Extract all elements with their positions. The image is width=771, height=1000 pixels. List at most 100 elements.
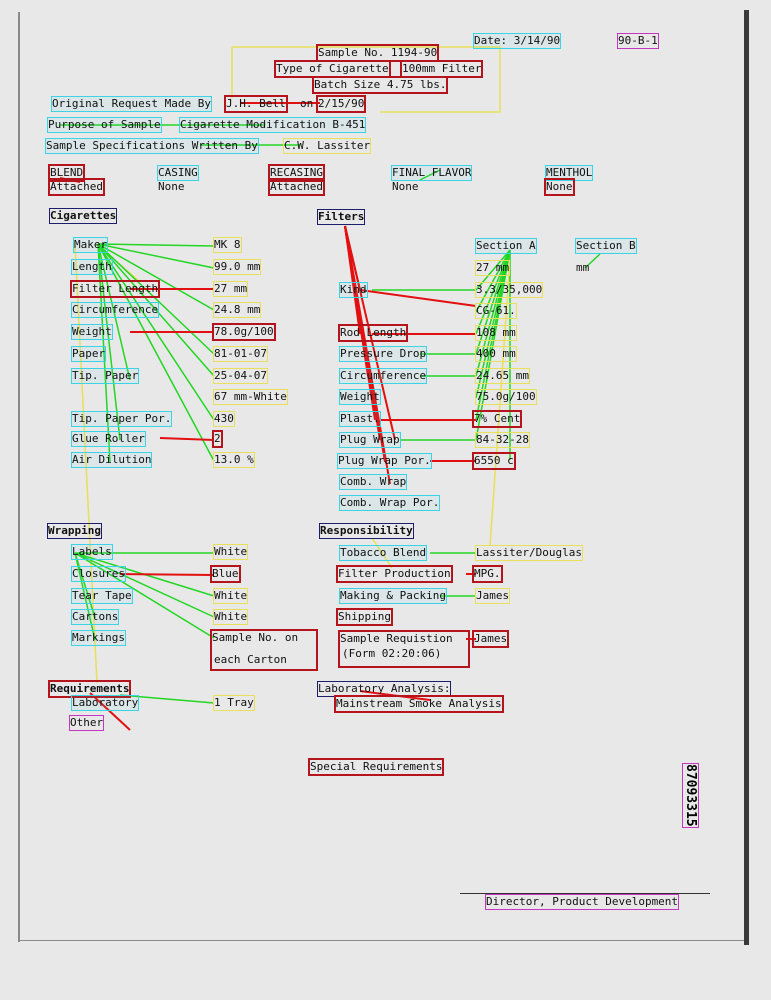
- cig-value: MK 8: [213, 237, 242, 253]
- cig-label: Circumference: [70, 302, 160, 318]
- wrap-label: Labels: [71, 544, 113, 560]
- green-link: [97, 243, 215, 355]
- red-link: [359, 690, 431, 701]
- responsibility-heading: Responsibility: [319, 523, 414, 539]
- batch-size: Batch Size 4.75 lbs.: [311, 76, 449, 94]
- form-reference: (Form 02:20:06): [342, 647, 442, 660]
- resp-label: Making & Packing: [339, 588, 447, 604]
- wrap-value: White: [212, 588, 249, 604]
- cig-value: 99.0 mm: [212, 259, 262, 275]
- filter-value: 108 mm: [475, 325, 517, 341]
- cigarettes-heading: Cigarettes: [48, 208, 118, 224]
- signature-title: Director, Product Development: [484, 894, 680, 910]
- filter-label: Kind: [339, 282, 368, 298]
- left-margin-edge: [18, 12, 20, 942]
- cig-value: 430: [213, 411, 235, 427]
- cig-label: Air Dilution: [70, 452, 153, 468]
- red-link: [89, 692, 131, 731]
- right-margin-edge: [744, 10, 749, 945]
- specs-label: Sample Specifications Written By: [45, 138, 259, 154]
- requested-by: J.H. Bell: [224, 95, 288, 113]
- filter-value: 6550 c: [472, 452, 516, 470]
- green-link: [74, 552, 215, 639]
- filter-label: Comb. Wrap: [338, 474, 408, 490]
- filter-label: Comb. Wrap Por.: [338, 495, 441, 511]
- specs-author: C.W. Lassiter: [282, 138, 372, 154]
- purpose-value: Cigarette Modification B-451: [178, 117, 367, 133]
- resp-value: James: [474, 588, 511, 604]
- green-link: [97, 243, 215, 377]
- filter-label: Weight: [339, 389, 381, 405]
- lab-analysis-value: Mainstream Smoke Analysis: [334, 695, 504, 713]
- green-link: [74, 552, 215, 618]
- final-flavor-label: FINAL FLAVOR: [390, 165, 473, 181]
- recasing-value: Attached: [268, 178, 325, 196]
- requirement-laboratory-value: 1 Tray: [213, 695, 255, 711]
- cigarette-type-label: Type of Cigarette: [274, 60, 391, 78]
- red-link: [359, 289, 477, 307]
- cig-label: Glue Roller: [71, 431, 146, 447]
- filter-section-b: Section B: [575, 238, 637, 254]
- cig-label: Tip. Paper Por.: [70, 411, 173, 427]
- document-number: 87093315: [682, 759, 699, 831]
- yellow-link: [74, 243, 98, 684]
- lab-analysis-label: Laboratory Analysis:: [316, 681, 452, 697]
- wrap-value: White: [212, 609, 249, 625]
- signature-line: [460, 893, 710, 894]
- green-link: [475, 249, 511, 313]
- requirement-other: Other: [68, 715, 105, 731]
- wrap-value: White: [212, 544, 249, 560]
- filter-label: Plast.: [339, 411, 381, 427]
- red-link: [344, 225, 396, 441]
- wrap-value: Blue: [210, 565, 241, 583]
- filter-value: 7% Cent: [471, 410, 523, 428]
- resp-value: Lassiter/Douglas: [475, 545, 583, 561]
- cig-value: 13.0 %: [213, 452, 255, 468]
- filters-heading: Filters: [316, 209, 366, 225]
- filter-label: Circumference: [338, 368, 428, 384]
- filter-value: CG-61.: [475, 303, 517, 319]
- green-link: [97, 243, 131, 381]
- red-link: [59, 177, 81, 183]
- yellow-link: [371, 537, 393, 569]
- green-link: [475, 249, 511, 291]
- cig-label: Paper: [70, 346, 107, 362]
- cig-label: Length: [71, 259, 113, 275]
- green-link: [475, 249, 511, 355]
- green-link: [97, 243, 215, 269]
- green-link: [419, 169, 441, 181]
- filter-value: 75.0g/100: [475, 389, 537, 405]
- resp-label: Sample Requistion: [338, 630, 470, 668]
- green-link: [74, 552, 96, 641]
- filter-label: Rod Length: [337, 324, 409, 342]
- wrap-value: Sample No. on: [210, 629, 318, 671]
- date: Date: 3/14/90: [472, 33, 562, 49]
- red-link: [119, 573, 215, 576]
- menthol-value: None: [544, 178, 575, 196]
- red-link: [159, 437, 215, 441]
- resp-label: Shipping: [336, 608, 393, 626]
- green-link: [97, 243, 215, 462]
- red-links: [59, 102, 477, 731]
- cig-value: 67 mm-White: [213, 389, 288, 405]
- cig-label: Maker: [72, 237, 109, 253]
- casing-value: None: [158, 180, 185, 193]
- cig-label: Filter Length: [69, 280, 161, 298]
- recasing-label: RECASING: [268, 164, 325, 182]
- filter-value: 400 mm: [475, 346, 517, 362]
- filter-section-a: Section A: [475, 238, 537, 254]
- yellow-link: [489, 259, 511, 547]
- special-requirements: Special Requirements: [307, 758, 445, 776]
- cig-value: 25-04-07: [213, 368, 268, 384]
- yellow-link: [232, 46, 501, 113]
- blend-label: BLEND: [47, 164, 86, 182]
- green-link: [97, 243, 121, 441]
- blend-value: Attached: [48, 178, 105, 196]
- requirement-laboratory: Laboratory: [70, 695, 140, 711]
- markings-line2: each Carton: [214, 653, 287, 666]
- final-flavor-value: None: [392, 180, 419, 193]
- filter-value: 3.3/35,000: [474, 282, 544, 298]
- green-link: [97, 243, 111, 463]
